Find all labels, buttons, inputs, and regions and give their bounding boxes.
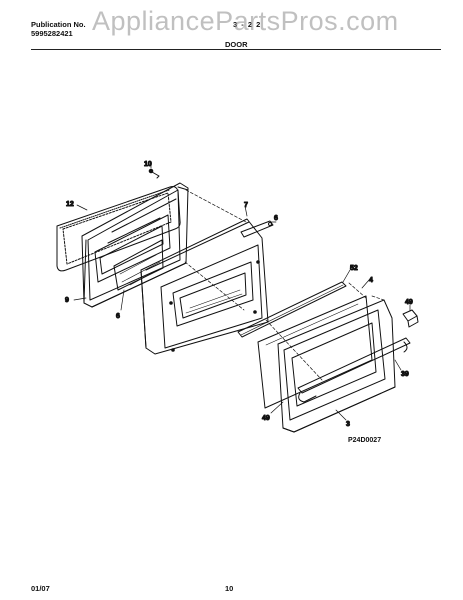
callout-52: 52 — [350, 265, 358, 272]
top-trim-part — [240, 220, 274, 238]
callout-10: 10 — [144, 161, 152, 168]
callout-6-glass: 6 — [116, 313, 120, 320]
callout-7: 7 — [244, 202, 248, 209]
header-rule — [31, 49, 441, 50]
model-number: 3 - 2 2 — [233, 20, 262, 29]
door-handle-part — [297, 337, 411, 403]
callout-39: 39 — [401, 371, 409, 378]
callout-12: 12 — [66, 201, 74, 208]
callout-4: 4 — [369, 277, 373, 284]
section-title: DOOR — [225, 40, 248, 49]
screw-part — [148, 168, 160, 179]
outer-glass-part — [257, 295, 373, 409]
outer-door-frame-part — [277, 299, 396, 433]
callout-9: 9 — [65, 297, 69, 304]
footer-date: 01/07 — [31, 584, 50, 593]
figure-code: P24D0027 — [348, 437, 382, 444]
leader-lines — [73, 162, 411, 421]
callout-49-cap: 49 — [405, 299, 413, 306]
callout-3: 3 — [346, 421, 350, 428]
explosion-lines — [184, 189, 385, 381]
vent-trim-part — [237, 281, 347, 338]
handle-end-cap-part — [402, 309, 419, 328]
callout-49-frame: 49 — [262, 415, 270, 422]
publication-info: Publication No. 5995282421 — [31, 20, 86, 38]
publication-label: Publication No. — [31, 20, 86, 29]
publication-number: 5995282421 — [31, 29, 73, 38]
callout-6-top: 6 — [274, 215, 278, 222]
watermark: AppliancePartsPros.com — [92, 6, 399, 36]
page-number: 10 — [225, 584, 234, 593]
